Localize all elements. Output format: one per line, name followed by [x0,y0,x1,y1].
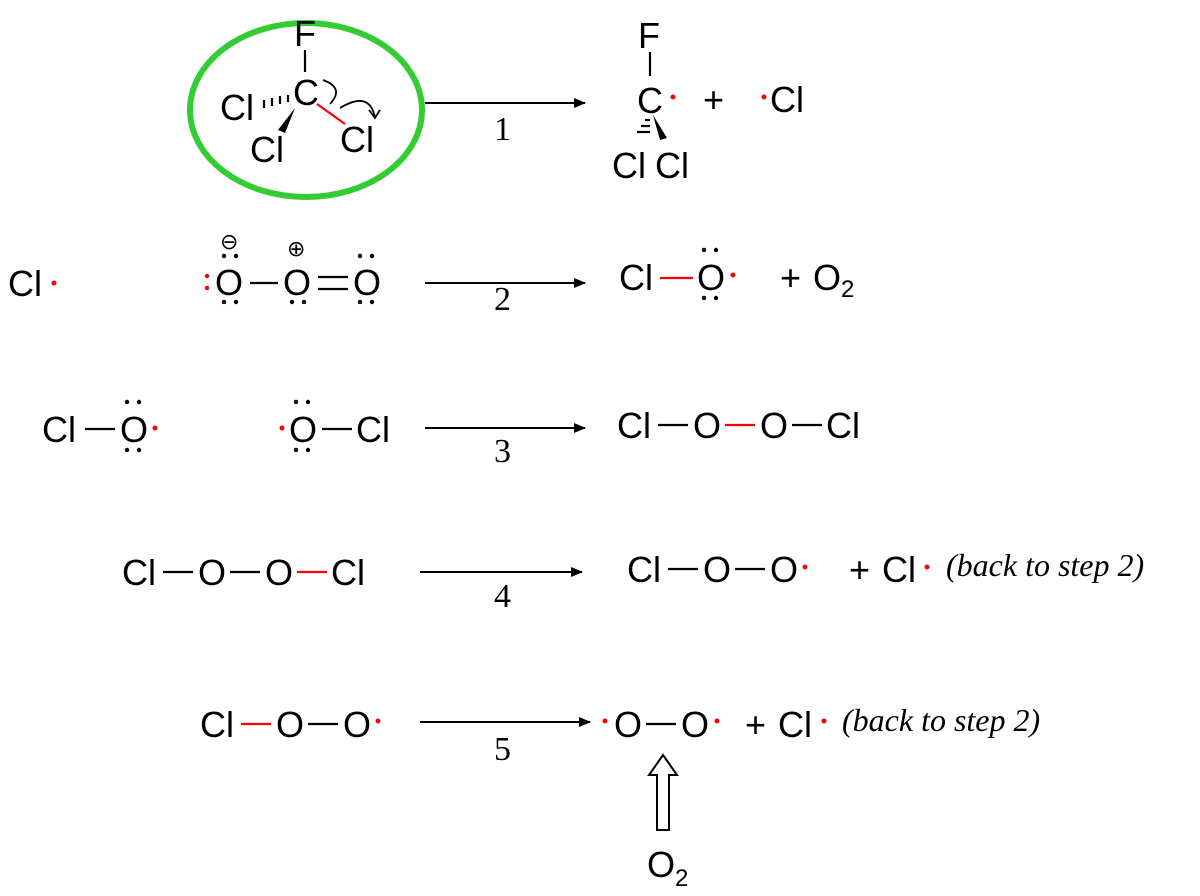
curved-arrow-lower [339,100,376,119]
subscript-two: 2 [675,865,688,892]
radical-dot [924,564,930,570]
chlorine-label: Cl [331,552,365,593]
curved-arrow-upper [322,79,337,105]
oxygen-label: O [289,409,317,450]
radical-dot [802,564,808,570]
negative-charge: ⊖ [220,230,238,255]
step3-reaction: Cl O O Cl 3 Cl O O Cl [42,399,860,470]
plus-sign: + [849,549,870,590]
chlorine-label: Cl [340,119,374,160]
back-to-step-note: (back to step 2) [842,702,1040,738]
oxygen-label: O [614,704,642,745]
hashed-wedge [637,118,650,134]
plus-sign: + [780,257,801,298]
radical-dot [670,94,676,100]
step-number-2: 2 [494,281,511,318]
radical-dot [375,718,381,724]
oxygen-molecule-label: O [647,844,675,885]
oxygen-label: O [283,262,311,303]
chlorine-label: Cl [250,129,284,170]
radical-dot [51,280,57,286]
step-number-5: 5 [494,731,511,768]
step-number-1: 1 [494,111,511,148]
subscript-two: 2 [841,276,854,303]
fluorine-label: F [638,15,660,56]
chlorine-label: Cl [220,87,254,128]
chlorine-label: Cl [612,145,646,186]
oxygen-label: O [265,552,293,593]
oxygen-label: O [343,704,371,745]
oxygen-molecule-label: O [813,257,841,298]
solid-wedge [278,108,295,133]
oxygen-label: O [353,262,381,303]
radical-dot [821,718,827,724]
chlorine-radical-label: Cl [882,549,916,590]
plus-sign: + [703,79,724,120]
solid-wedge [653,115,667,140]
oxygen-label: O [198,552,226,593]
chlorine-label: Cl [826,405,860,446]
chlorine-label: Cl [627,549,661,590]
chlorine-label: Cl [655,145,689,186]
oxygen-label: O [693,405,721,446]
lone-pair-dot-red [204,273,210,279]
c-cl-broken-bond [316,103,346,125]
hashed-wedge [262,95,290,108]
fluorine-label: F [294,13,316,54]
chlorine-label: Cl [122,552,156,593]
chlorine-radical-label: Cl [770,79,804,120]
step1-reaction: F C Cl Cl Cl 1 F C Cl Cl + Cl [187,13,804,200]
positive-charge: ⊕ [287,237,305,262]
step-number-3: 3 [494,433,511,470]
oxygen-label: O [681,704,709,745]
oxygen-label: O [703,549,731,590]
step5-reaction: Cl O O 5 O O + Cl (back to step 2) O 2 [200,702,1040,892]
carbon-label: C [293,72,319,113]
chlorine-radical-label: Cl [8,263,42,304]
radical-dot [761,94,767,100]
radical-dot [152,425,158,431]
hollow-up-arrow [647,753,679,831]
radical-dot [730,272,736,278]
step2-reaction: Cl ⊖ O ⊕ O O 2 Cl O + O 2 [8,230,854,318]
back-to-step-note: (back to step 2) [946,547,1144,583]
chlorine-label: Cl [619,257,653,298]
radical-dot [714,718,720,724]
radical-dot [602,718,608,724]
lone-pair-dot-red [204,285,210,291]
carbon-label: C [637,80,663,121]
chlorine-label: Cl [617,405,651,446]
plus-sign: + [745,704,766,745]
chlorine-label: Cl [42,409,76,450]
oxygen-label: O [760,405,788,446]
oxygen-label: O [697,257,725,298]
chlorine-radical-label: Cl [778,704,812,745]
oxygen-label: O [120,409,148,450]
oxygen-label: O [215,262,243,303]
step-number-4: 4 [494,578,511,615]
highlight-circle [187,20,425,200]
chlorine-label: Cl [356,409,390,450]
step4-reaction: Cl O O Cl 4 Cl O O + Cl (back to step 2) [122,547,1144,615]
oxygen-label: O [276,704,304,745]
radical-dot [279,425,285,431]
oxygen-label: O [770,549,798,590]
chlorine-label: Cl [200,704,234,745]
